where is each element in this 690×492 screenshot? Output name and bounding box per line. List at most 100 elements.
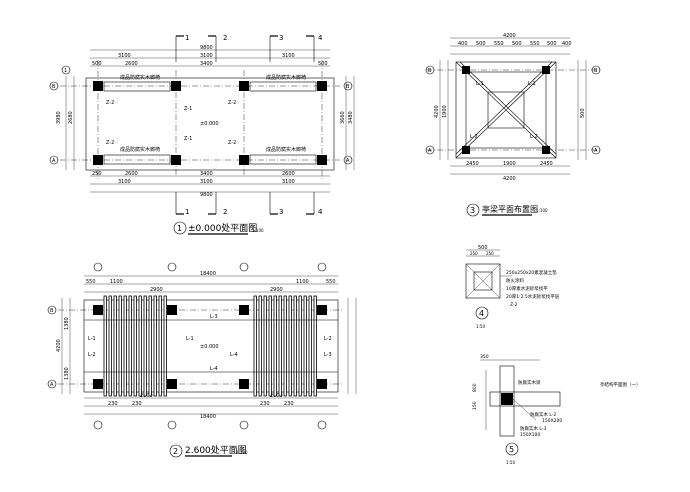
dimension-texts: 4200 400 500 550 500 550 500 400 2450 19… <box>434 33 586 182</box>
title-number: 5 <box>509 445 514 454</box>
detail-note: 防腐实木 L-2 <box>530 411 556 418</box>
rafter <box>153 295 157 397</box>
beam-tag: L-2 <box>324 336 332 342</box>
column <box>93 305 103 315</box>
title-number: 3 <box>470 206 475 215</box>
dim-text: 500 <box>580 108 586 118</box>
section-label: 4 <box>318 34 323 42</box>
dim-text: 2450 <box>540 161 553 167</box>
dim-text: 3100 <box>282 179 295 185</box>
dim-text: 150 <box>472 401 478 410</box>
column-tag: Z-1 <box>184 136 192 142</box>
dim-text: 230 <box>260 401 270 407</box>
beam-tag: L-2 <box>530 134 538 140</box>
column <box>239 305 249 315</box>
bench-label: 成品防腐实木廊椅 <box>120 74 160 81</box>
dim-text: 500 <box>478 245 488 251</box>
scale-label: 1:50 <box>476 324 485 329</box>
bench-label: 成品防腐实木廊椅 <box>266 74 306 81</box>
scale-label: 1:100 <box>236 450 248 455</box>
column <box>462 66 470 74</box>
rafter <box>308 295 312 397</box>
beam-tag: L-4 <box>210 366 218 372</box>
beam-tag: L-1 <box>186 336 194 342</box>
detail-note: 20厚1:2.5水泥砂浆找平层 <box>506 293 560 300</box>
elevation-mark: ±0.000 <box>200 121 219 127</box>
column-tag: Z-1 <box>184 106 192 112</box>
rafter <box>143 295 147 397</box>
rafter <box>103 295 107 397</box>
columns <box>93 305 327 389</box>
column <box>93 81 103 91</box>
rafter <box>303 295 307 397</box>
axis-bubbles: B A B A <box>425 65 601 155</box>
section-label: 2 <box>223 208 227 216</box>
bench-label: 成品防腐实木廊椅 <box>266 146 306 153</box>
axis-bubbles: B A 1 B A <box>49 65 353 165</box>
dim-text: 4200 <box>56 339 62 352</box>
dimension-lines <box>65 49 355 193</box>
dim-text: 1100 <box>110 279 123 285</box>
column-tag: Z-2 <box>106 140 114 146</box>
axis-bubbles: B A <box>47 305 57 389</box>
rafter <box>158 295 162 397</box>
axis-label: A <box>50 382 54 388</box>
scale-label: 1:50 <box>506 460 515 465</box>
dimension-lines <box>61 275 357 415</box>
rafter <box>138 295 142 397</box>
column <box>317 379 327 389</box>
dim-text: 3100 <box>118 179 131 185</box>
beam-tag: L-3 <box>324 352 332 358</box>
column <box>542 66 550 74</box>
dim-text: 3100 <box>118 53 131 59</box>
section-label: 4 <box>318 208 323 216</box>
detail-note: 防腐实木梁 <box>518 379 541 386</box>
axis-label: A <box>346 158 350 164</box>
dim-text: 250 <box>486 251 494 256</box>
section-cuts: 1 2 3 4 1 2 3 4 <box>175 34 323 216</box>
axis-label: B <box>52 84 56 90</box>
dim-text: 1380 <box>64 367 70 380</box>
rafter <box>133 295 137 397</box>
dim-text: 2900 <box>270 287 283 293</box>
dim-text: 3660 <box>340 111 346 124</box>
rafter <box>283 295 287 397</box>
beam-tag: L-2 <box>88 352 96 358</box>
rafter <box>253 295 257 397</box>
dim-text: 18400 <box>200 271 216 277</box>
beam-tag: L-1 <box>476 81 484 87</box>
rafter <box>263 295 267 397</box>
title-number: 4 <box>479 309 484 318</box>
plan-outline <box>83 299 339 393</box>
dim-text: 2450 <box>466 161 479 167</box>
columns <box>93 81 327 165</box>
detail-tag: Z-2 <box>510 302 518 308</box>
column <box>167 379 177 389</box>
rafter <box>163 295 167 397</box>
axis-label: A <box>428 148 432 154</box>
dim-text: 250 <box>92 171 102 177</box>
roof-outline <box>455 61 557 159</box>
detail-note: 10厚素水泥砂浆找平 <box>506 285 548 292</box>
dim-text: 4200 <box>503 33 516 39</box>
dim-text: 9800 <box>200 192 213 198</box>
dim-text: 2600 <box>282 171 295 177</box>
section-label: 1 <box>185 34 189 42</box>
plan-title: 2.600处平面图 <box>185 444 247 456</box>
beam-tag: L-4 <box>230 352 238 358</box>
column <box>239 155 249 165</box>
axis-label: B <box>50 308 54 314</box>
dim-text: 500 <box>476 41 486 47</box>
dim-text: 1100 <box>296 279 309 285</box>
title-number: 1 <box>177 224 182 233</box>
section-label: 3 <box>279 208 283 216</box>
detail-note: 防腐实木 L-3 <box>520 425 546 432</box>
section-label: 1 <box>185 208 189 216</box>
dim-text: 230 <box>108 401 118 407</box>
dim-text: 250 <box>470 251 478 256</box>
axis-label: A <box>594 148 598 154</box>
dim-text: 2600 <box>125 171 138 177</box>
columns <box>462 66 550 154</box>
column <box>171 81 181 91</box>
column-tags: Z-2 Z-2 Z-2 Z-2 Z-1 Z-1 <box>106 100 236 146</box>
